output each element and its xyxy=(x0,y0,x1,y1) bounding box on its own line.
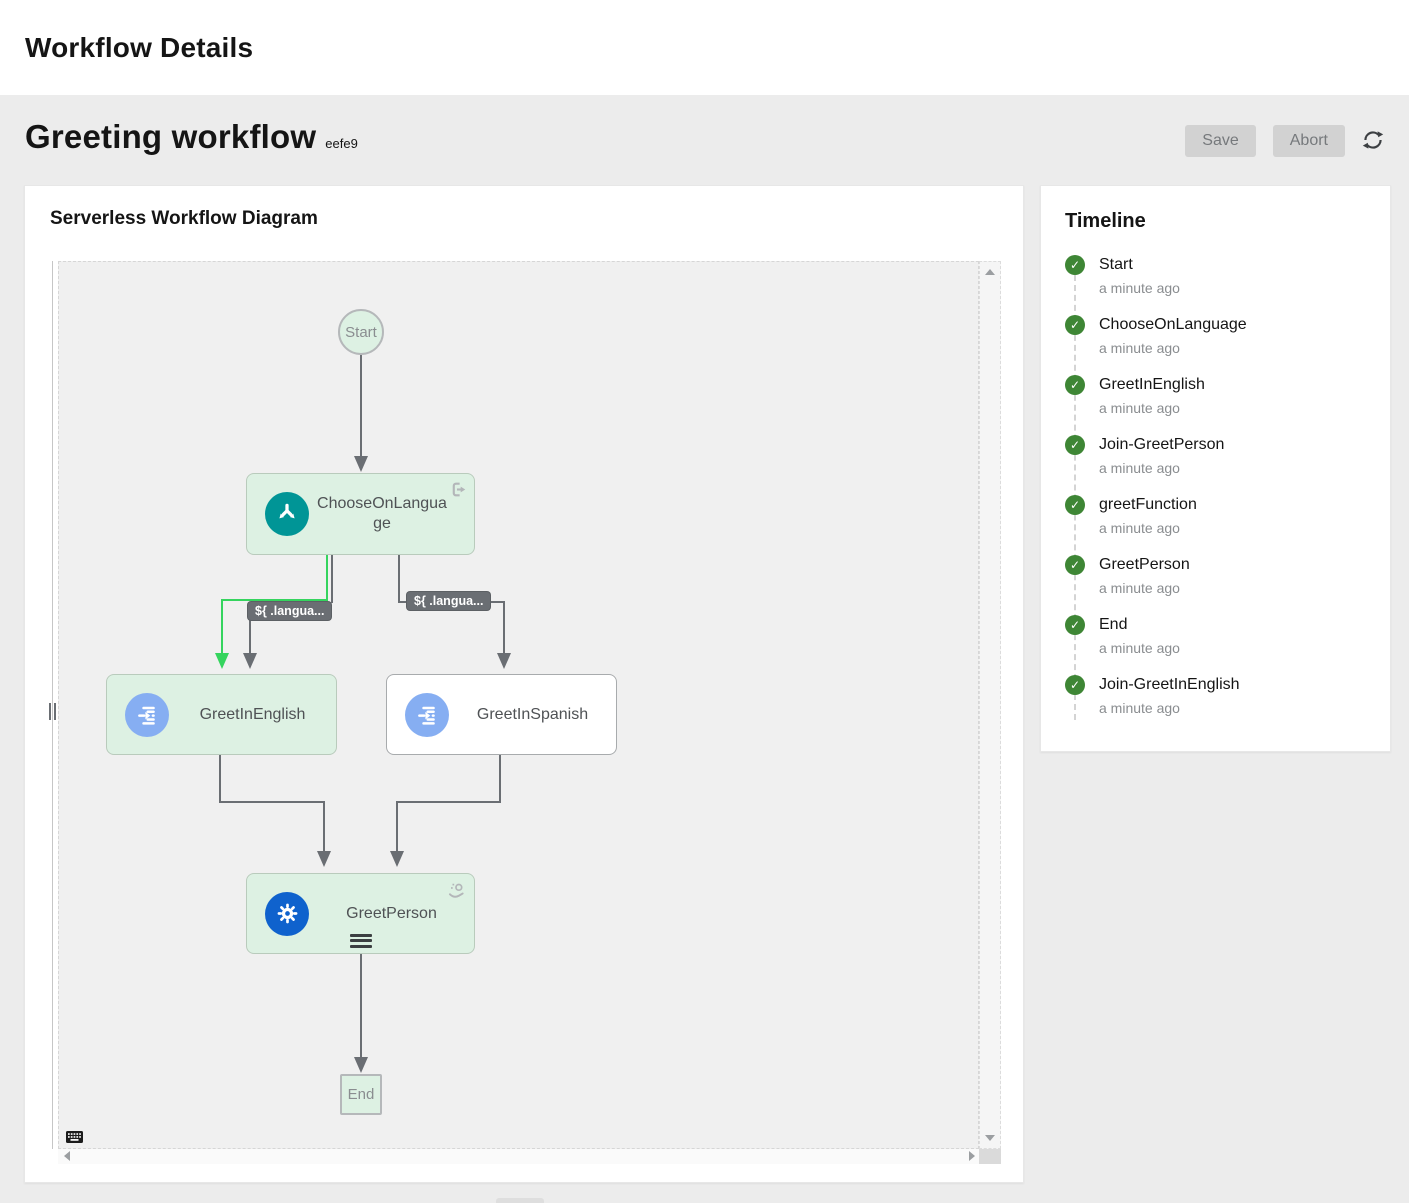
workflow-titlebar: Greeting workflow eefe9 xyxy=(25,118,358,156)
inject-icon xyxy=(405,692,449,737)
refresh-icon xyxy=(1362,129,1384,154)
timeline-item: ✓ GreetPerson a minute ago xyxy=(1065,555,1366,596)
inject-icon xyxy=(125,692,169,737)
abort-button[interactable]: Abort xyxy=(1272,125,1345,157)
timeline-list: ✓ Start a minute ago ✓ ChooseOnLanguage … xyxy=(1065,255,1366,720)
app-header: Workflow Details xyxy=(0,0,1409,95)
check-circle-icon: ✓ xyxy=(1065,375,1085,395)
node-greet-in-spanish[interactable]: GreetInSpanish xyxy=(386,674,617,755)
timeline-item-time: a minute ago xyxy=(1099,700,1180,716)
timeline-item-time: a minute ago xyxy=(1099,460,1180,476)
timeline-item: ✓ GreetInEnglish a minute ago xyxy=(1065,375,1366,416)
timeline-item-label: End xyxy=(1099,616,1128,633)
scroll-up-icon[interactable] xyxy=(985,269,995,275)
node-label: GreetInSpanish xyxy=(476,705,589,723)
node-label: GreetInEnglish xyxy=(199,705,306,723)
timeline-panel: Timeline ✓ Start a minute ago ✓ ChooseOn… xyxy=(1040,185,1391,752)
save-button[interactable]: Save xyxy=(1185,125,1256,157)
timeline-item-time: a minute ago xyxy=(1099,520,1180,536)
check-circle-icon: ✓ xyxy=(1065,495,1085,515)
timeline-item-label: GreetPerson xyxy=(1099,556,1190,573)
node-end-label: End xyxy=(347,1086,375,1103)
timeline-item: ✓ Join-GreetPerson a minute ago xyxy=(1065,435,1366,476)
timeline-item-time: a minute ago xyxy=(1099,400,1180,416)
edge-condition-label: ${ .langua... xyxy=(248,602,332,620)
timeline-item: ✓ greetFunction a minute ago xyxy=(1065,495,1366,536)
node-start[interactable]: Start xyxy=(338,309,384,355)
workflow-actions: Save Abort xyxy=(1185,125,1384,157)
timeline-item: ✓ ChooseOnLanguage a minute ago xyxy=(1065,315,1366,356)
workflow-edges xyxy=(215,355,511,1073)
service-icon xyxy=(447,881,466,905)
timeline-item-label: Join-GreetPerson xyxy=(1099,436,1225,453)
timeline-title: Timeline xyxy=(1065,210,1146,232)
diagram-card: Serverless Workflow Diagram xyxy=(24,185,1024,1183)
check-circle-icon: ✓ xyxy=(1065,255,1085,275)
check-circle-icon: ✓ xyxy=(1065,315,1085,335)
timeline-item-label: greetFunction xyxy=(1099,496,1197,513)
node-greet-in-english[interactable]: GreetInEnglish xyxy=(106,674,337,755)
node-greet-person[interactable]: GreetPerson xyxy=(246,873,475,954)
timeline-item: ✓ Join-GreetInEnglish a minute ago xyxy=(1065,675,1366,716)
workflow-id: eefe9 xyxy=(325,136,358,151)
node-menu-icon[interactable] xyxy=(349,931,372,950)
timeline-item-time: a minute ago xyxy=(1099,580,1180,596)
splitter-grip-handle[interactable] xyxy=(49,703,56,720)
timeline-item-time: a minute ago xyxy=(1099,340,1180,356)
scroll-right-icon[interactable] xyxy=(969,1151,975,1161)
keyboard-icon[interactable] xyxy=(66,1131,83,1149)
node-label: ChooseOnLanguage xyxy=(317,495,447,532)
timeline-item-label: GreetInEnglish xyxy=(1099,376,1205,393)
refresh-button[interactable] xyxy=(1362,129,1384,154)
scroll-left-icon[interactable] xyxy=(64,1151,70,1161)
timeline-item-label: Start xyxy=(1099,256,1133,273)
node-end[interactable]: End xyxy=(340,1074,382,1115)
bottom-peek-element xyxy=(496,1198,544,1203)
edge-condition-label: ${ .langua... xyxy=(407,592,491,610)
node-choose-on-language[interactable]: ChooseOnLanguage xyxy=(246,473,475,555)
page-title: Workflow Details xyxy=(25,31,254,63)
timeline-item: ✓ End a minute ago xyxy=(1065,615,1366,656)
timeline-item-label: ChooseOnLanguage xyxy=(1099,316,1247,333)
workflow-canvas[interactable]: ${ .langua... ${ .langua... Start Choose… xyxy=(58,261,979,1149)
check-circle-icon: ✓ xyxy=(1065,435,1085,455)
timeline-item-time: a minute ago xyxy=(1099,640,1180,656)
scroll-down-icon[interactable] xyxy=(985,1135,995,1141)
timeline-item-time: a minute ago xyxy=(1099,280,1180,296)
timeline-item-label: Join-GreetInEnglish xyxy=(1099,676,1240,693)
check-circle-icon: ✓ xyxy=(1065,615,1085,635)
diagram-title: Serverless Workflow Diagram xyxy=(50,208,318,229)
sign-out-icon xyxy=(449,481,466,503)
gear-icon xyxy=(265,891,309,936)
scrollbar-corner xyxy=(979,1149,1001,1164)
panel-splitter xyxy=(52,261,53,1149)
timeline-item: ✓ Start a minute ago xyxy=(1065,255,1366,296)
check-circle-icon: ✓ xyxy=(1065,555,1085,575)
horizontal-scrollbar[interactable] xyxy=(58,1149,979,1164)
branch-icon xyxy=(265,492,309,536)
vertical-scrollbar[interactable] xyxy=(979,261,1001,1149)
check-circle-icon: ✓ xyxy=(1065,675,1085,695)
workflow-name: Greeting workflow xyxy=(25,118,317,155)
node-label: GreetPerson xyxy=(346,904,437,922)
node-start-label: Start xyxy=(345,323,377,341)
